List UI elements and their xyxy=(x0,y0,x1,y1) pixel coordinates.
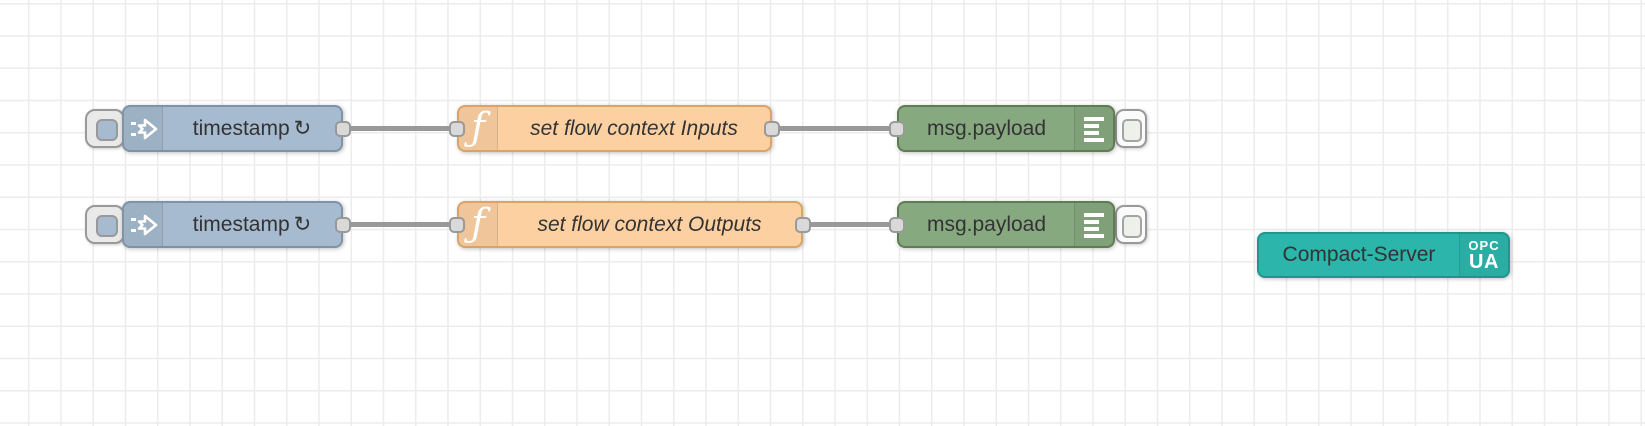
node-debug-msg-payload-1[interactable]: msg.payload xyxy=(889,105,1147,152)
wire-inject2-function2[interactable] xyxy=(343,222,457,227)
repeat-indicator-icon: ↻ xyxy=(293,117,312,140)
debug-list-icon xyxy=(1074,203,1113,246)
inject-arrow-icon xyxy=(124,203,163,246)
node-function-set-flow-context-inputs[interactable]: ƒ set flow context Inputs xyxy=(449,105,780,152)
node-function-set-flow-context-outputs[interactable]: ƒ set flow context Outputs xyxy=(449,201,811,248)
node-label: set flow context Outputs xyxy=(537,212,762,236)
output-port[interactable] xyxy=(795,216,811,233)
input-port[interactable] xyxy=(449,216,465,233)
inject-trigger-button[interactable] xyxy=(85,205,125,244)
debug-list-icon xyxy=(1074,107,1113,150)
inject-trigger-button-inner xyxy=(96,119,118,141)
node-label: msg.payload xyxy=(926,116,1047,140)
input-port[interactable] xyxy=(889,120,905,137)
wire-function1-debug1[interactable] xyxy=(772,126,897,131)
inject-trigger-button-inner xyxy=(96,215,118,237)
function-f-icon: ƒ xyxy=(459,107,498,150)
node-label: Compact-Server xyxy=(1282,243,1436,266)
input-port[interactable] xyxy=(889,216,905,233)
inject-trigger-button[interactable] xyxy=(85,109,125,148)
opcua-badge-icon: OPC UA xyxy=(1459,234,1508,276)
node-label: timestamp↻ xyxy=(192,117,312,140)
output-port[interactable] xyxy=(335,120,351,137)
node-label: timestamp↻ xyxy=(192,213,312,236)
debug-toggle-button-inner xyxy=(1122,215,1142,238)
node-inject-timestamp-2[interactable]: timestamp↻ xyxy=(85,201,351,248)
debug-toggle-button-inner xyxy=(1122,119,1142,142)
debug-toggle-button[interactable] xyxy=(1115,205,1147,244)
node-label: set flow context Inputs xyxy=(530,116,738,140)
output-port[interactable] xyxy=(335,216,351,233)
node-inject-timestamp-1[interactable]: timestamp↻ xyxy=(85,105,351,152)
wire-inject1-function1[interactable] xyxy=(343,126,457,131)
output-port[interactable] xyxy=(764,120,780,137)
node-opcua-compact-server[interactable]: Compact-Server OPC UA xyxy=(1257,232,1510,278)
function-f-icon: ƒ xyxy=(459,203,498,246)
wire-function2-debug2[interactable] xyxy=(803,222,897,227)
debug-toggle-button[interactable] xyxy=(1115,109,1147,148)
node-label: msg.payload xyxy=(926,212,1047,236)
node-debug-msg-payload-2[interactable]: msg.payload xyxy=(889,201,1147,248)
input-port[interactable] xyxy=(449,120,465,137)
repeat-indicator-icon: ↻ xyxy=(293,213,312,236)
inject-arrow-icon xyxy=(124,107,163,150)
